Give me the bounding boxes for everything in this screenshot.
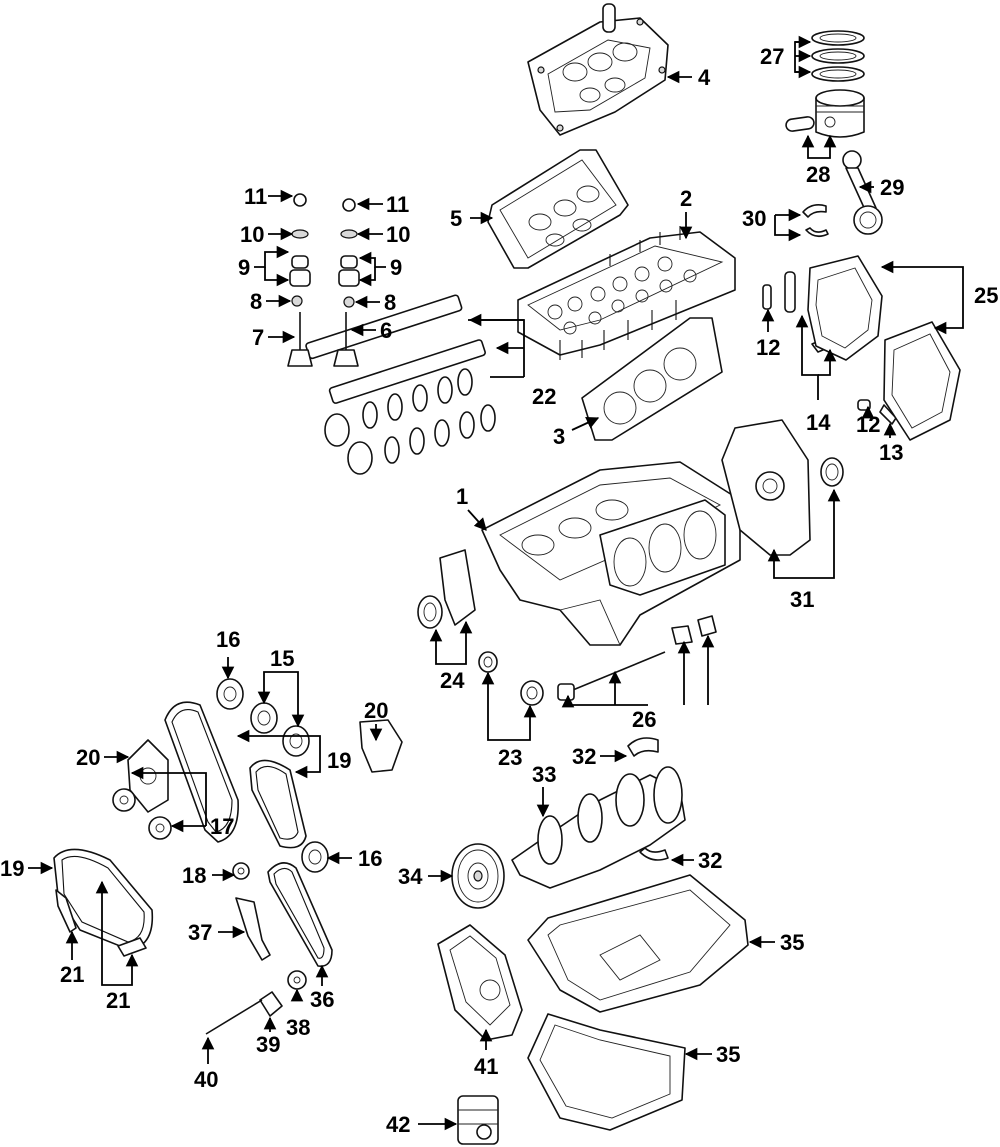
oil-cooler [457,1095,499,1145]
harmonic-balancer [451,843,505,909]
cam-sprockets [112,788,172,840]
callout-21a: 21 [60,962,84,987]
callout-18: 18 [182,863,206,888]
callout-36: 36 [310,987,334,1012]
oil-filter-housing [437,924,523,1041]
timing-chains [53,701,307,951]
callout-31: 31 [790,587,814,612]
callout-1: 1 [456,484,468,509]
callout-20a: 20 [76,745,100,770]
callout-15: 15 [270,646,294,671]
callout-11a: 11 [244,184,267,209]
piston-rings [811,30,865,82]
callout-19b: 19 [0,856,24,881]
leader-lines [28,35,964,1131]
callout-34: 34 [398,864,423,889]
callout-37: 37 [188,920,212,945]
callout-8a: 8 [250,289,262,314]
callout-3: 3 [553,424,565,449]
camshafts [305,294,496,475]
connecting-rod [842,150,883,235]
callout-32b: 32 [698,848,722,873]
callout-30: 30 [742,206,766,231]
callout-38: 38 [286,1015,310,1040]
callout-29: 29 [880,175,904,200]
callout-23: 23 [498,745,522,770]
callout-13: 13 [879,440,903,465]
callout-22: 22 [532,384,556,409]
callout-16b: 16 [358,846,382,871]
cylinder-head [517,226,736,360]
callout-10b: 10 [386,222,410,247]
front-seals [417,549,476,629]
callout-39: 39 [256,1032,280,1057]
rear-cover-plate [721,419,844,556]
valve-springs [289,193,360,308]
callout-8b: 8 [384,290,396,315]
callout-12b: 12 [856,412,880,437]
chain-guides [55,889,147,957]
callout-33: 33 [532,762,556,787]
callout-25: 25 [974,283,998,308]
callout-27: 27 [760,44,784,69]
callout-labels: 1 2 3 4 5 6 7 8 8 9 9 10 10 11 11 12 12 … [0,44,998,1137]
engine-block [481,461,741,646]
valve-cover [527,3,669,136]
oil-pan-lower [527,1013,686,1131]
callout-35a: 35 [780,930,804,955]
callout-42: 42 [386,1112,410,1137]
rod-bearings [802,204,829,238]
lower-drive-parts [205,862,333,1035]
crankshaft [511,766,686,889]
callout-19a: 19 [327,748,351,773]
callout-7: 7 [252,325,264,350]
oil-pan-upper [527,874,749,1013]
crank-seals [478,651,544,706]
callout-10a: 10 [240,222,264,247]
valves [287,312,359,367]
callout-9a: 9 [238,255,250,280]
callout-24: 24 [440,668,465,693]
callout-4: 4 [698,65,711,90]
callout-5: 5 [450,206,462,231]
callout-12a: 12 [756,335,780,360]
callout-6: 6 [380,318,392,343]
callout-21b: 21 [106,988,130,1013]
callout-35b: 35 [716,1042,740,1067]
valve-cover-gasket [487,149,629,269]
idler-pulleys [216,678,329,873]
callout-20b: 20 [364,698,388,723]
callout-9b: 9 [390,255,402,280]
piston [785,89,865,138]
callout-16a: 16 [216,627,240,652]
callout-26: 26 [632,707,656,732]
callout-17: 17 [210,814,234,839]
main-bearings [627,737,669,861]
callout-14: 14 [806,410,831,435]
timing-covers [807,255,961,441]
callout-28: 28 [806,162,830,187]
callout-2: 2 [680,186,692,211]
callout-32a: 32 [572,744,596,769]
head-gasket [581,317,723,441]
callout-40: 40 [194,1067,218,1092]
callout-11b: 11 [386,192,409,217]
callout-41: 41 [474,1054,498,1079]
